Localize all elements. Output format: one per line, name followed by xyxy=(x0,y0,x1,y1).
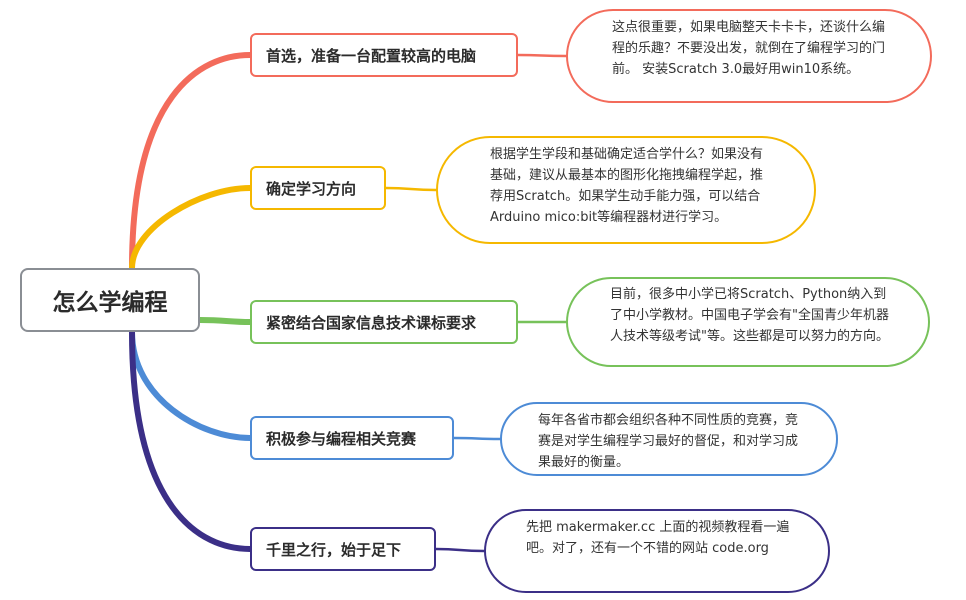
note-node-direction[interactable]: 根据学生学段和基础确定适合学什么？如果没有基础，建议从最基本的图形化拖拽编程学起… xyxy=(436,136,816,244)
topic-node-computer[interactable]: 首选，准备一台配置较高的电脑 xyxy=(250,33,518,77)
note-connector-1 xyxy=(384,186,438,192)
branch-connector-0 xyxy=(129,52,253,271)
topic-node-curriculum[interactable]: 紧密结合国家信息技术课标要求 xyxy=(250,300,518,344)
note-node-start[interactable]: 先把 makermaker.cc 上面的视频教程看一遍吧。对了，还有一个不错的网… xyxy=(484,509,830,593)
note-node-competition[interactable]: 每年各省市都会组织各种不同性质的竞赛，竞赛是对学生编程学习最好的督促，和对学习成… xyxy=(500,402,838,476)
note-connector-3 xyxy=(452,436,502,441)
branch-connector-2 xyxy=(197,317,253,325)
branch-connector-4 xyxy=(129,329,253,552)
note-node-curriculum[interactable]: 目前，很多中小学已将Scratch、Python纳入到了中小学教材。中国电子学会… xyxy=(566,277,930,367)
root-node[interactable]: 怎么学编程 xyxy=(20,268,200,332)
branch-connector-3 xyxy=(129,329,253,441)
note-connector-4 xyxy=(434,547,486,553)
branch-connector-1 xyxy=(129,185,253,271)
topic-node-competition[interactable]: 积极参与编程相关竞赛 xyxy=(250,416,454,460)
note-node-computer[interactable]: 这点很重要，如果电脑整天卡卡卡，还谈什么编程的乐趣？不要没出发，就倒在了编程学习… xyxy=(566,9,932,103)
topic-node-direction[interactable]: 确定学习方向 xyxy=(250,166,386,210)
note-connector-0 xyxy=(516,53,568,58)
topic-node-start[interactable]: 千里之行，始于足下 xyxy=(250,527,436,571)
